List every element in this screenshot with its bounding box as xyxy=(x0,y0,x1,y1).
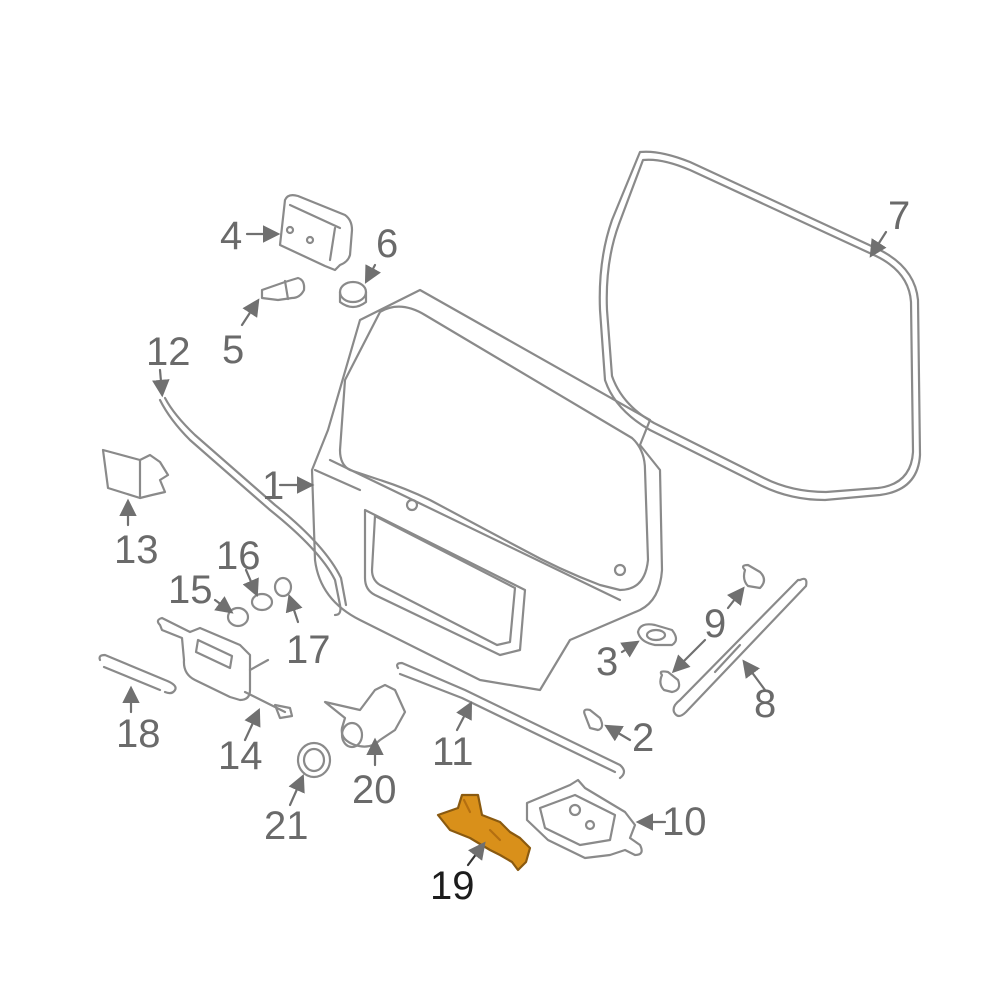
part-7-rear-glass[interactable] xyxy=(598,150,922,502)
callout-6: 6 xyxy=(376,222,399,266)
callout-19-highlighted: 19 xyxy=(430,864,475,908)
part-10-latch[interactable] xyxy=(525,778,667,860)
part-3-grommet[interactable] xyxy=(620,623,678,658)
part-1-hatch-door[interactable] xyxy=(278,288,664,692)
part-2-clip[interactable] xyxy=(583,708,632,742)
part-5-bolt[interactable] xyxy=(240,276,306,327)
callout-1: 1 xyxy=(262,464,285,508)
callout-11: 11 xyxy=(432,730,474,774)
callout-13: 13 xyxy=(114,528,159,572)
callout-3: 3 xyxy=(596,640,619,684)
callout-4: 4 xyxy=(220,214,243,258)
part-14-actuator[interactable] xyxy=(156,616,294,742)
part-9-ball-stud[interactable] xyxy=(659,563,766,694)
callout-16: 16 xyxy=(216,534,261,578)
callout-12: 12 xyxy=(146,330,191,374)
part-19-lever-highlighted[interactable] xyxy=(436,793,532,872)
part-17-clip[interactable] xyxy=(273,576,303,624)
callout-8: 8 xyxy=(754,682,777,726)
part-18-rod[interactable] xyxy=(98,653,177,714)
part-13-bracket[interactable] xyxy=(101,448,170,527)
part-16-clip[interactable] xyxy=(242,568,274,612)
callout-18: 18 xyxy=(116,712,161,756)
callout-20: 20 xyxy=(352,768,397,812)
callout-17: 17 xyxy=(286,628,331,672)
part-11-rod[interactable] xyxy=(396,661,626,780)
part-15-clip[interactable] xyxy=(213,596,250,628)
callout-5: 5 xyxy=(222,328,245,372)
callout-2: 2 xyxy=(632,716,655,760)
part-12-cable[interactable] xyxy=(152,368,348,617)
callout-9: 9 xyxy=(704,602,727,646)
part-6-cap[interactable] xyxy=(338,263,381,309)
callout-7: 7 xyxy=(888,194,911,238)
callout-15: 15 xyxy=(168,568,213,612)
callout-10: 10 xyxy=(662,800,707,844)
callout-21: 21 xyxy=(264,804,309,848)
part-21-ring[interactable] xyxy=(288,741,332,807)
part-20-lock-cylinder[interactable] xyxy=(323,683,407,767)
part-8-gas-strut[interactable] xyxy=(672,577,808,718)
part-4-hinge[interactable] xyxy=(245,194,354,272)
callout-14: 14 xyxy=(218,734,263,778)
